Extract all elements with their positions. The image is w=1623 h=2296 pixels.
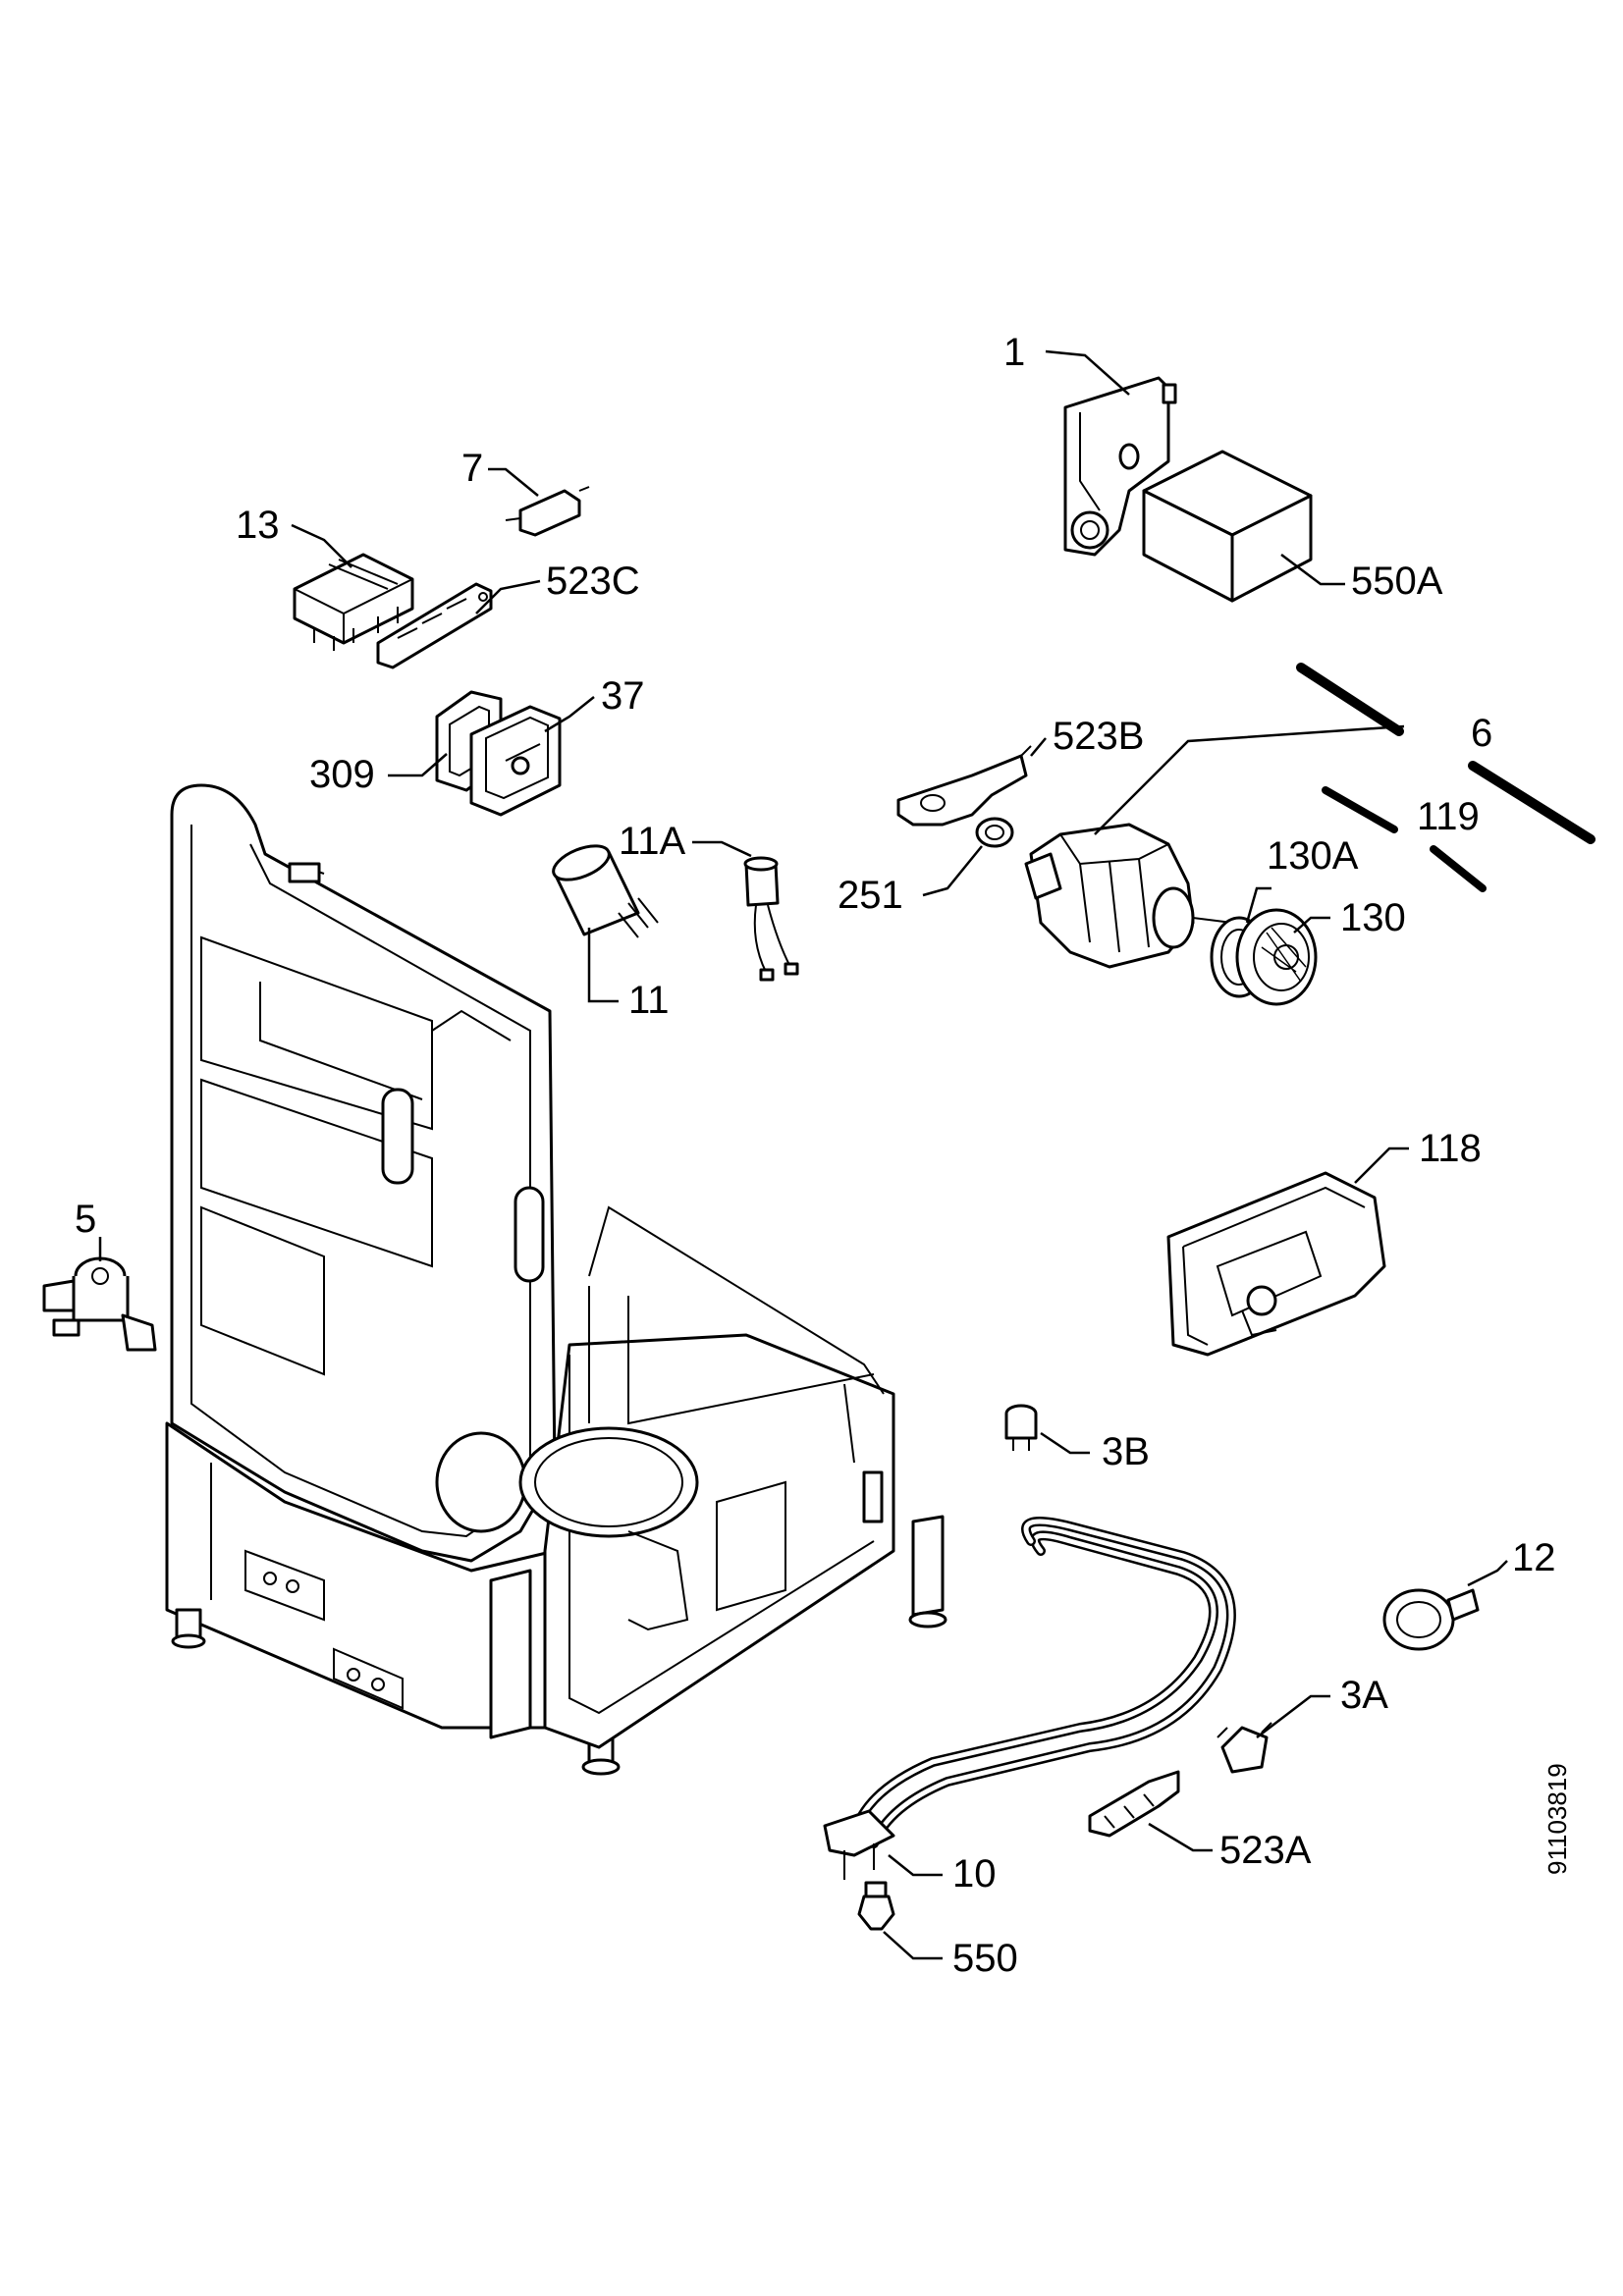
part-1-programmer <box>1063 376 1177 557</box>
part-5-inlet-valve <box>42 1256 157 1352</box>
label-13: 13 <box>236 504 280 547</box>
label-550: 550 <box>952 1937 1018 1980</box>
label-11A: 11A <box>619 820 686 863</box>
dishwasher-cabinet <box>165 783 947 1776</box>
part-523A-clip <box>1088 1770 1180 1838</box>
label-523A: 523A <box>1219 1829 1312 1872</box>
part-130-impeller <box>1235 908 1318 1006</box>
label-118: 118 <box>1419 1127 1482 1170</box>
reference-number: 91103819 <box>1542 1763 1572 1875</box>
part-6-hose <box>1296 663 1596 844</box>
part-550A-box <box>1142 450 1313 603</box>
label-7: 7 <box>461 447 483 490</box>
label-309: 309 <box>309 753 375 796</box>
part-7-connector <box>505 486 590 537</box>
part-119-hose <box>1322 786 1487 892</box>
part-3A-thermostat <box>1217 1722 1272 1774</box>
motor <box>1024 823 1233 969</box>
part-523C-bracket <box>376 582 493 669</box>
part-523B-bracket <box>896 745 1032 827</box>
part-13-switch-block <box>293 553 414 651</box>
label-523B: 523B <box>1053 715 1144 758</box>
label-119: 119 <box>1417 795 1480 838</box>
label-251: 251 <box>838 874 903 917</box>
part-11A-suppressor <box>743 856 799 982</box>
part-labels: 1 550A 7 13 523C 37 309 11A 11 523B 6 11… <box>75 331 1556 1980</box>
label-3B: 3B <box>1102 1430 1150 1473</box>
label-130A: 130A <box>1267 834 1359 878</box>
label-37: 37 <box>601 674 645 718</box>
part-11-capacitor <box>552 844 659 938</box>
label-11: 11 <box>628 979 670 1022</box>
label-12: 12 <box>1512 1536 1556 1579</box>
part-37-switch <box>469 705 562 817</box>
part-118-dispenser <box>1166 1171 1386 1357</box>
label-6: 6 <box>1471 712 1492 755</box>
part-3B-thermostat <box>1004 1404 1038 1451</box>
label-523C: 523C <box>546 560 640 603</box>
part-251-grommet <box>975 817 1014 848</box>
label-3A: 3A <box>1340 1674 1388 1717</box>
label-5: 5 <box>75 1198 96 1241</box>
label-130: 130 <box>1340 896 1406 939</box>
label-1: 1 <box>1003 331 1025 374</box>
part-550-nut <box>857 1881 895 1931</box>
label-10: 10 <box>952 1852 997 1896</box>
leader-lines <box>98 349 1508 1960</box>
label-550A: 550A <box>1351 560 1443 603</box>
part-12-pressure-switch <box>1382 1588 1480 1651</box>
part-10-heating-element <box>823 1517 1236 1880</box>
